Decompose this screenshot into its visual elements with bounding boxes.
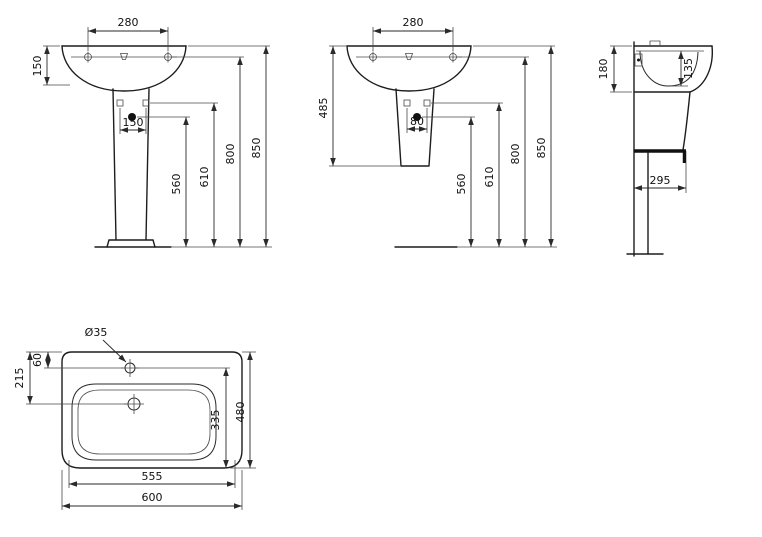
dim-label-480-plan: 480	[234, 402, 247, 423]
dim-label-600-plan: 600	[142, 491, 163, 504]
dim-150-apron: 150	[31, 45, 70, 86]
dim-560-semi: 560	[422, 116, 475, 247]
dim-610-full: 610	[150, 102, 218, 247]
dim-label-610-full: 610	[198, 167, 211, 188]
dim-label-850-semi: 850	[535, 138, 548, 159]
dim-label-180-side: 180	[597, 59, 610, 80]
basin-front-profile	[689, 45, 713, 93]
drain-hole-centerlines	[124, 394, 144, 414]
basin-plan-outline	[61, 351, 243, 469]
basin-bowl-outline	[61, 45, 187, 92]
tap-hole-section	[649, 40, 661, 46]
dim-150-holes: 150	[119, 108, 147, 134]
dim-180-side: 180	[597, 45, 632, 93]
dim-label-280-semi: 280	[403, 16, 424, 29]
wall-fixing-hole	[637, 58, 640, 62]
dim-555-plan: 555	[68, 460, 236, 488]
bowl-bottom-outline	[77, 389, 211, 455]
dim-610-semi: 610	[431, 102, 503, 247]
dim-280-semi: 280	[372, 16, 454, 51]
pedestal-bolt-hole	[128, 113, 136, 121]
view-front-semi-pedestal: 280 485 80 560 610 800	[317, 16, 557, 248]
dim-560-full: 560	[137, 116, 190, 247]
dim-label-335-plan: 335	[209, 410, 222, 431]
dim-800-semi: 800	[457, 56, 529, 247]
overflow-mark	[119, 53, 129, 60]
view-front-full-pedestal: 280 150 150 560 610 800	[31, 16, 272, 248]
dim-label-850-full: 850	[250, 138, 263, 159]
dim-label-150-holes: 150	[123, 116, 144, 129]
dim-480-plan: 480	[230, 351, 256, 469]
dim-label-555-plan: 555	[142, 470, 163, 483]
dim-label-485-semi: 485	[317, 98, 330, 119]
dim-label-60-plan: 60	[31, 353, 44, 367]
bowl-rim-outline	[71, 383, 217, 461]
wall-fixing-bracket	[634, 53, 643, 67]
semi-pedestal-fixing-hole-right	[423, 99, 431, 107]
dim-215-plan: 215	[13, 351, 127, 405]
dim-label-295-side: 295	[650, 174, 671, 187]
basin-bowl-outline	[346, 45, 472, 92]
semi-pedestal-fixing-hole-left	[403, 99, 411, 107]
dim-label-560-full: 560	[170, 174, 183, 195]
dim-label-135-side: 135	[682, 58, 695, 79]
dim-label-800-full: 800	[224, 144, 237, 165]
dim-label-tap-diameter: Ø35	[85, 326, 108, 339]
dim-485-semi: 485	[317, 45, 401, 167]
pedestal-fixing-hole-left	[116, 99, 124, 107]
dim-850-full: 850	[188, 45, 270, 247]
semi-pedestal-front-profile	[682, 91, 691, 151]
pedestal-outline	[106, 88, 156, 248]
dim-295-side: 295	[634, 163, 687, 193]
dim-label-610-semi: 610	[483, 167, 496, 188]
dim-600-plan: 600	[61, 470, 243, 510]
dim-60-plan: 60	[31, 351, 124, 369]
overflow-mark	[404, 53, 414, 60]
dim-label-560-semi: 560	[455, 174, 468, 195]
dim-280-full: 280	[87, 16, 169, 51]
dim-335-plan: 335	[136, 367, 230, 468]
bowl-inner-profile	[639, 50, 699, 87]
semi-pedestal-bolt-hole	[413, 113, 421, 121]
dim-135-side: 135	[670, 51, 695, 87]
view-plan: Ø35 60 215 335 480 555	[13, 326, 256, 510]
view-side: 180 135 295	[597, 40, 713, 257]
dim-80-holes: 80	[406, 108, 428, 133]
dim-label-800-semi: 800	[509, 144, 522, 165]
dim-tap-diameter: Ø35	[85, 326, 127, 363]
dim-label-150-apron: 150	[31, 56, 44, 77]
dim-label-80-holes: 80	[410, 115, 424, 128]
dim-label-280-full: 280	[118, 16, 139, 29]
dim-850-semi: 850	[473, 45, 555, 247]
pedestal-fixing-hole-right	[142, 99, 150, 107]
dim-label-215-plan: 215	[13, 368, 26, 389]
semi-pedestal-outline	[395, 88, 435, 167]
dim-800-full: 800	[172, 56, 244, 247]
